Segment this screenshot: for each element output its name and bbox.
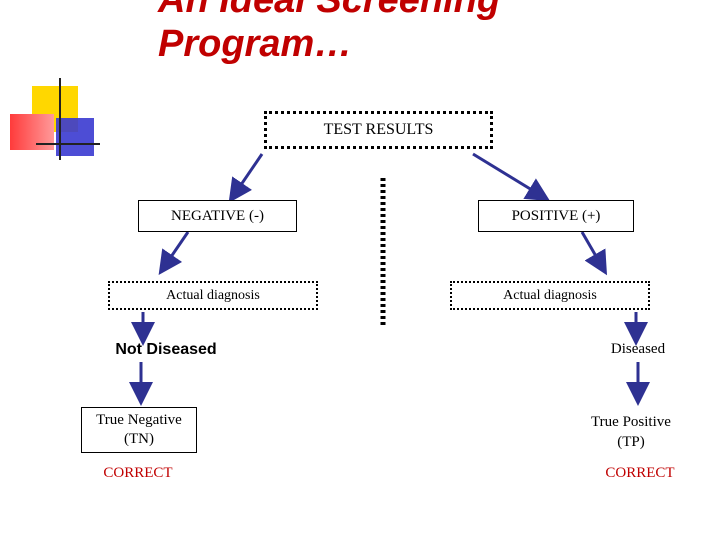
diseased-label: Diseased — [610, 341, 666, 357]
decor-horizontal-line — [36, 143, 100, 145]
not-diseased-label: Not Diseased — [115, 341, 217, 358]
negative-result-box: NEGATIVE (-) — [138, 200, 297, 232]
arrow-root-to-negative — [228, 153, 264, 203]
true-positive-box: True Positive (TP) — [576, 412, 686, 452]
right-diagnosis-box: Actual diagnosis — [450, 281, 650, 310]
left-correct-label: CORRECT — [103, 465, 173, 481]
page-title-line1: An Ideal Screening — [158, 0, 501, 21]
true-positive-label: True Positive — [591, 414, 671, 430]
true-negative-label: True Negative — [96, 412, 182, 428]
decor-vertical-line — [59, 78, 61, 160]
decor-blue-square — [56, 118, 94, 156]
left-diagnosis-box: Actual diagnosis — [108, 281, 318, 310]
true-negative-abbr: (TN) — [124, 431, 154, 447]
page-title-line2: Program… — [158, 23, 353, 65]
arrow-negative-to-diagnosis — [158, 231, 190, 275]
arrow-root-to-positive — [472, 152, 551, 202]
true-negative-box: True Negative (TN) — [81, 407, 197, 453]
arrow-positive-to-diagnosis — [580, 231, 608, 276]
test-results-box: TEST RESULTS — [264, 111, 493, 149]
true-positive-abbr: (TP) — [617, 434, 645, 450]
positive-result-box: POSITIVE (+) — [478, 200, 634, 232]
right-correct-label: CORRECT — [605, 465, 675, 481]
